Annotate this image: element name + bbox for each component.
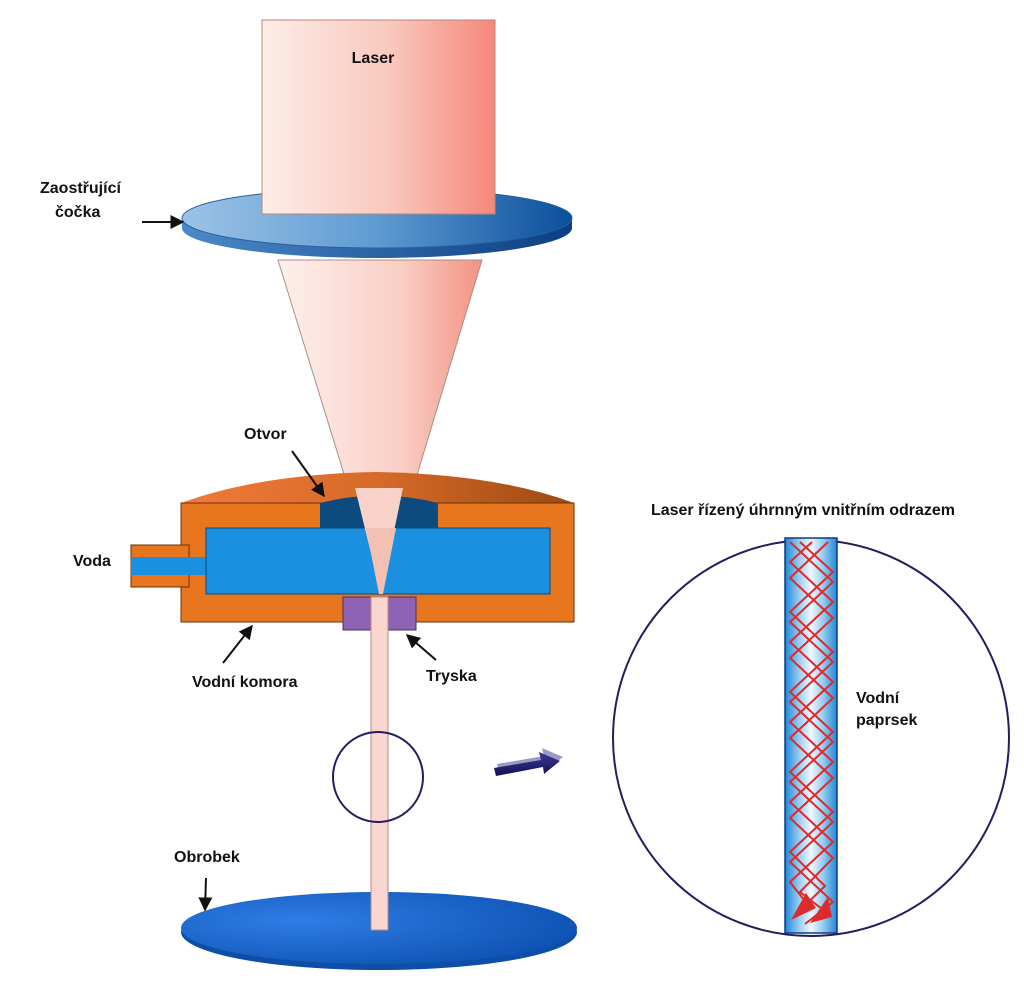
black-arrow-icon — [198, 877, 213, 912]
navy-3d-arrow-icon — [494, 748, 563, 776]
laser-label: Laser — [352, 50, 395, 67]
nozzle-right — [387, 596, 417, 631]
detail-view: Vodní paprsek — [612, 537, 1010, 937]
water-jet-column — [370, 596, 389, 931]
reflection-arrowhead-left — [791, 893, 816, 920]
laser-source: Laser — [261, 19, 496, 215]
workpiece-label: Obrobek — [174, 849, 240, 866]
water-chamber-label: Vodní komora — [192, 674, 298, 691]
lens-label-line1: Zaostřující — [40, 180, 121, 197]
reflection-path-b — [788, 541, 835, 911]
water-label: Voda — [73, 553, 111, 570]
jet-label-line1: Vodní — [856, 690, 900, 707]
water-inlet-channel — [131, 557, 209, 575]
magnifier-circle — [332, 731, 424, 823]
detail-title: Laser řízený úhrnným vnitřním odrazem — [651, 502, 955, 519]
water-annotation: Voda — [73, 553, 111, 570]
aperture-annotation: Otvor — [244, 426, 325, 498]
cone-neck — [366, 528, 396, 594]
reflection-arrowhead-right — [810, 897, 832, 923]
nozzle-label: Tryska — [426, 668, 477, 685]
reflection-path-a — [788, 541, 835, 925]
black-arrow-icon — [291, 450, 325, 498]
jet-label-line2: paprsek — [856, 712, 917, 729]
lens-annotation: Zaostřující čočka — [40, 180, 185, 229]
lens-label-line2: čočka — [55, 204, 100, 221]
nozzle-left — [342, 596, 372, 631]
nozzle-annotation: Tryska — [405, 634, 477, 685]
reflection-path-d — [788, 541, 835, 916]
laser-cone — [277, 259, 483, 596]
workpiece-annotation: Obrobek — [174, 849, 240, 912]
reflection-path-c — [788, 541, 835, 913]
aperture-label: Otvor — [244, 426, 287, 443]
black-arrow-icon — [405, 634, 437, 661]
chamber-annotation: Vodní komora — [192, 624, 298, 691]
black-arrow-icon — [222, 624, 253, 664]
water-chamber — [130, 472, 575, 631]
